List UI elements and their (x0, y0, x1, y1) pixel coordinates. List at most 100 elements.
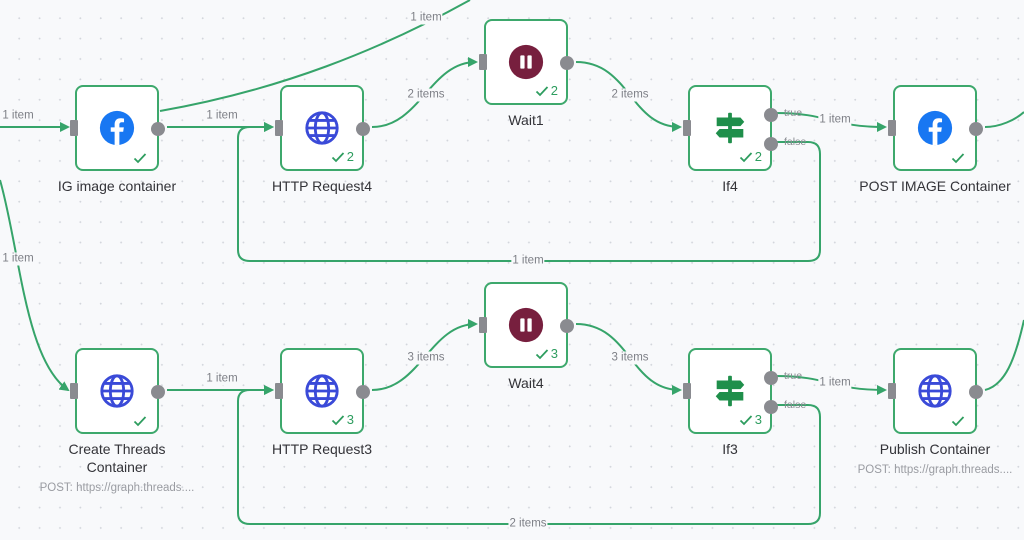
pause-icon (507, 306, 545, 344)
edge-label: 1 item (818, 113, 852, 127)
item-count: 3 (550, 346, 558, 361)
check-icon (739, 415, 752, 426)
check-icon (133, 153, 147, 164)
check-icon (331, 152, 344, 163)
output-handle[interactable] (356, 385, 370, 399)
edge-label: 1 item (205, 372, 239, 386)
edge-publish-to-offscreen[interactable] (984, 319, 1024, 391)
node-label: IG image container (57, 178, 177, 194)
success-status: 3 (331, 413, 354, 427)
node-create-threads-container[interactable] (70, 348, 165, 434)
output-handle[interactable] (151, 385, 165, 399)
node-publish-container[interactable] (888, 348, 983, 434)
node-label: If4 (722, 178, 738, 194)
node-label-line2: Container (86, 459, 148, 475)
input-handle[interactable] (275, 383, 283, 399)
output-handle-false[interactable] (764, 137, 778, 151)
node-if3[interactable]: 3 (683, 348, 778, 434)
node-wait4[interactable]: 3 (479, 282, 574, 368)
check-icon (951, 416, 965, 427)
check-icon (331, 415, 344, 426)
output-handle-false[interactable] (764, 400, 778, 414)
globe-icon (916, 372, 954, 410)
input-handle[interactable] (683, 120, 691, 136)
node-subtitle: POST: https://graph.threads.... (39, 482, 195, 494)
success-status (133, 415, 149, 427)
node-label: HTTP Request3 (271, 441, 373, 457)
globe-icon (98, 372, 136, 410)
output-handle[interactable] (151, 122, 165, 136)
node-subtitle: POST: https://graph.threads.... (857, 464, 1013, 476)
node-ig-image-container[interactable] (70, 85, 165, 171)
edge-incoming-threads[interactable] (0, 179, 70, 392)
output-handle[interactable] (560, 319, 574, 333)
node-label: If3 (722, 441, 738, 457)
output-handle-true[interactable] (764, 108, 778, 122)
success-status: 3 (739, 413, 762, 427)
node-post-image-container[interactable] (888, 85, 983, 171)
branch-label-true: true (784, 370, 803, 382)
success-status: 2 (739, 150, 762, 164)
output-handle[interactable] (969, 122, 983, 136)
pause-icon (507, 43, 545, 81)
edge-label: 1 item (409, 11, 443, 25)
node-label: POST IMAGE Container (859, 178, 1011, 194)
edge-label: 1 item (511, 254, 545, 268)
item-count: 3 (754, 412, 762, 427)
signpost-icon (711, 372, 749, 410)
node-wait1[interactable]: 2 (479, 19, 574, 105)
check-icon (951, 153, 965, 164)
edge-label: 3 items (406, 351, 446, 365)
branch-label-false: false (784, 136, 807, 148)
edge-label: 2 items (508, 517, 548, 531)
node-label: HTTP Request4 (271, 178, 373, 194)
item-count: 2 (550, 83, 558, 98)
edge-label: 1 item (818, 376, 852, 390)
input-handle[interactable] (888, 120, 896, 136)
globe-icon (303, 372, 341, 410)
edge-label: 1 item (1, 252, 35, 266)
signpost-icon (711, 109, 749, 147)
edge-label: 2 items (610, 88, 650, 102)
input-handle[interactable] (479, 54, 487, 70)
node-label: Wait4 (508, 375, 544, 391)
item-count: 3 (346, 412, 354, 427)
node-http-request4[interactable]: 2 (275, 85, 370, 171)
input-handle[interactable] (70, 120, 78, 136)
input-handle[interactable] (683, 383, 691, 399)
success-status (133, 152, 149, 164)
output-handle[interactable] (356, 122, 370, 136)
output-handle[interactable] (969, 385, 983, 399)
node-label: Publish Container (879, 441, 991, 457)
success-status: 2 (535, 84, 558, 98)
check-icon (535, 86, 548, 97)
node-label-line1: Create Threads (68, 441, 166, 457)
node-http-request3[interactable]: 3 (275, 348, 370, 434)
success-status (951, 415, 967, 427)
success-status: 2 (331, 150, 354, 164)
node-label: Wait1 (508, 112, 544, 128)
node-if4[interactable]: 2 (683, 85, 778, 171)
output-handle-true[interactable] (764, 371, 778, 385)
success-status: 3 (535, 347, 558, 361)
item-count: 2 (754, 149, 762, 164)
check-icon (739, 152, 752, 163)
branch-label-false: false (784, 399, 807, 411)
edge-label: 2 items (406, 88, 446, 102)
edge-label: 1 item (1, 109, 35, 123)
edge-post-to-offscreen[interactable] (984, 111, 1024, 128)
success-status (951, 152, 967, 164)
input-handle[interactable] (70, 383, 78, 399)
check-icon (133, 416, 147, 427)
edge-label: 3 items (610, 351, 650, 365)
input-handle[interactable] (479, 317, 487, 333)
branch-label-true: true (784, 107, 803, 119)
facebook-icon (98, 109, 136, 147)
input-handle[interactable] (275, 120, 283, 136)
globe-icon (303, 109, 341, 147)
input-handle[interactable] (888, 383, 896, 399)
edge-label: 1 item (205, 109, 239, 123)
facebook-icon (916, 109, 954, 147)
output-handle[interactable] (560, 56, 574, 70)
item-count: 2 (346, 149, 354, 164)
